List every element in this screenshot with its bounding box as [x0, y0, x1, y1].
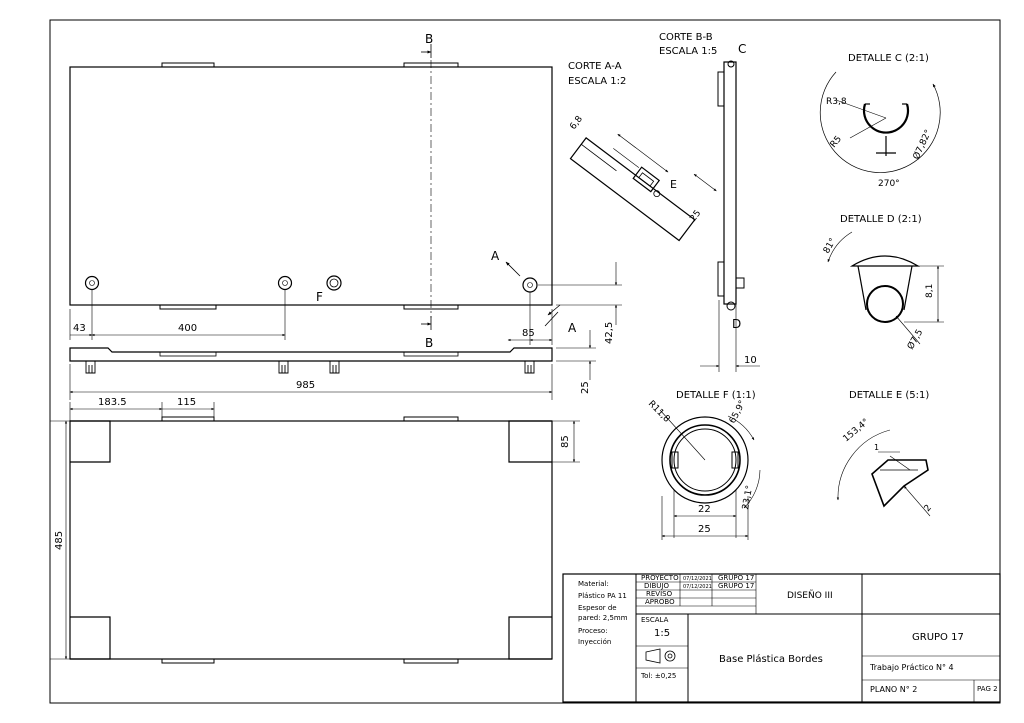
side-view-outline — [69, 347, 553, 362]
dim-25-side: 25 — [580, 381, 591, 394]
bottom-clip-left — [159, 304, 217, 310]
dim-e-1: 1 — [874, 443, 879, 452]
dim-43: 43 — [73, 323, 86, 334]
mounting-hole — [277, 275, 293, 291]
top-view-outline — [69, 66, 553, 306]
assignment: Trabajo Práctico N° 4 — [869, 663, 954, 672]
dim-e-153-4: 153,4° — [842, 417, 872, 444]
row-reviso: REVISO — [646, 590, 673, 598]
detalle-f-view — [659, 409, 761, 540]
dim-485: 485 — [54, 531, 65, 550]
side-view — [69, 330, 596, 400]
corte-aa-scale: ESCALA 1:2 — [568, 76, 626, 87]
dim-bb-10: 10 — [744, 355, 757, 366]
plano-number: PLANO N° 2 — [870, 685, 917, 694]
proceso-label: Proceso: — [578, 627, 608, 635]
dim-115: 115 — [177, 397, 196, 408]
dim-985: 985 — [296, 380, 315, 391]
corner-pad — [70, 616, 111, 660]
group-name: GRUPO 17 — [912, 632, 964, 643]
dim-f-22: 22 — [698, 504, 711, 515]
proceso-value: Inyección — [578, 638, 611, 646]
dim-85-top: 85 — [522, 328, 535, 339]
mounting-hole — [326, 275, 342, 291]
row-dibujo: DIBUJO — [644, 582, 669, 590]
corner-pad — [70, 420, 111, 463]
detalle-d-view — [827, 231, 944, 345]
dim-c-r3-8: R3,8 — [826, 97, 847, 107]
top-clip-left — [161, 62, 215, 68]
projection-symbol-icon — [645, 648, 661, 664]
dim-c-r5: R5 — [829, 134, 844, 150]
dim-aa-6-8: 6,8 — [568, 114, 585, 132]
detail-c-marker: C — [738, 42, 746, 56]
corte-aa-title: CORTE A-A — [568, 61, 622, 72]
espesor-label: Espesor de — [578, 604, 617, 612]
name-2: GRUPO 17 — [718, 582, 754, 590]
row-proyecto: PROYECTO — [641, 574, 679, 582]
dim-c-270: 270° — [878, 179, 900, 189]
material-label: Material: — [578, 580, 609, 588]
top-view — [69, 44, 622, 330]
date-2: 07/12/2021 — [683, 584, 712, 590]
corte-bb-title: CORTE B-B — [659, 32, 713, 43]
top-view-dimensions — [69, 290, 553, 345]
corte-bb-scale: ESCALA 1:5 — [659, 46, 717, 57]
dim-85-right: 85 — [560, 435, 571, 448]
section-b-label-bottom: B — [425, 336, 433, 350]
date-1: 07/12/2021 — [683, 576, 712, 582]
dim-f-65-9: 65,9° — [728, 399, 748, 425]
detail-e-marker: E — [670, 178, 677, 191]
detalle-e-title: DETALLE E (5:1) — [849, 390, 929, 401]
title-block — [562, 573, 1001, 703]
snap-tab — [524, 361, 535, 374]
dim-c-dia7-82: Ø7,82° — [911, 128, 934, 161]
mounting-hole — [522, 277, 538, 293]
dim-f-25: 25 — [698, 524, 711, 535]
dim-183-5: 183.5 — [98, 397, 127, 408]
escala-label: ESCALA — [641, 616, 669, 624]
mounting-hole — [84, 275, 100, 291]
dim-d-8-1: 8,1 — [925, 284, 935, 298]
dim-400: 400 — [178, 323, 197, 334]
detail-d-marker: D — [732, 317, 741, 331]
corte-aa-view — [569, 133, 717, 242]
name-1: GRUPO 17 — [718, 574, 754, 582]
section-b-label-top: B — [425, 32, 433, 46]
snap-tab — [278, 361, 289, 374]
section-a-label-bottom: A — [568, 321, 577, 335]
snap-tab — [85, 361, 96, 374]
snap-tab — [329, 361, 340, 374]
detalle-f-title: DETALLE F (1:1) — [676, 390, 756, 401]
dim-aa-25: 25 — [688, 209, 703, 224]
bottom-view-outline — [69, 420, 553, 660]
part-name: Base Plástica Bordes — [719, 653, 823, 665]
detalle-c-title: DETALLE C (2:1) — [848, 53, 929, 64]
material-value: Plástico PA 11 — [578, 592, 627, 600]
escala-value: 1:5 — [654, 628, 670, 639]
detalle-d-title: DETALLE D (2:1) — [840, 214, 922, 225]
dim-f-r11-8: R11,8 — [646, 399, 672, 425]
section-a-label-top: A — [491, 249, 500, 263]
course-name: DISEÑO III — [787, 590, 833, 601]
dim-d-dia7-5: Ø7,5 — [905, 327, 925, 351]
sheet-border — [49, 19, 1001, 704]
dim-e-2: 2 — [923, 503, 934, 514]
dim-42-5: 42,5 — [604, 322, 615, 344]
detalle-c-view — [819, 71, 941, 173]
espesor-value: pared: 2,5mm — [578, 614, 628, 622]
detail-f-marker: F — [316, 290, 323, 304]
row-aprobo: APROBO — [645, 598, 675, 606]
corte-bb-view — [700, 60, 760, 372]
tolerance: Tol: ±0,25 — [640, 672, 676, 680]
detalle-e-view — [836, 429, 931, 517]
page-number: PAG 2 — [977, 685, 998, 693]
bottom-view — [50, 402, 580, 664]
corner-pad — [508, 616, 552, 660]
corner-pad — [508, 420, 552, 463]
dim-f-23-1: 23,1° — [741, 485, 755, 511]
